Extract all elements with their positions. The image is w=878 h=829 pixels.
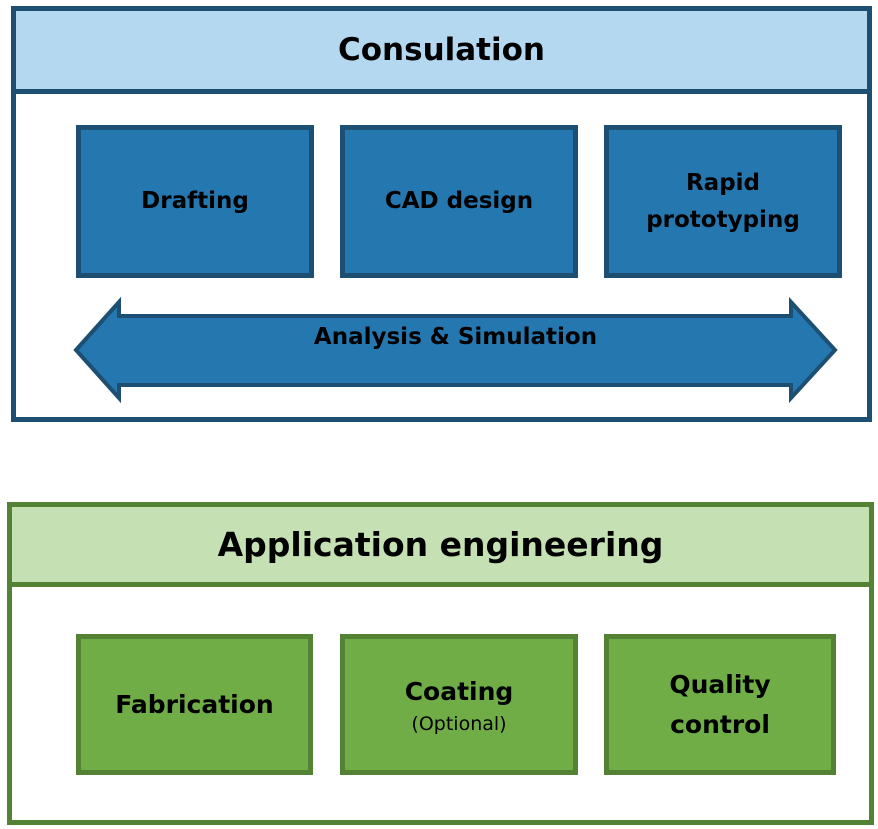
rapid-prototyping-label-line1: Rapid xyxy=(685,169,761,196)
drafting-box: Drafting xyxy=(76,125,314,278)
application-engineering-header: Application engineering xyxy=(12,507,869,587)
application-engineering-title: Application engineering xyxy=(217,525,664,564)
drafting-label: Drafting xyxy=(141,188,249,215)
coating-label: Coating xyxy=(404,677,514,707)
consultation-title: Consulation xyxy=(338,32,545,68)
fabrication-label: Fabrication xyxy=(115,689,274,719)
coating-box: Coating (Optional) xyxy=(340,634,578,775)
rapid-prototyping-label-line2: prototyping xyxy=(646,206,800,233)
coating-optional-note: (Optional) xyxy=(411,713,507,736)
quality-control-box: Quality control xyxy=(604,634,836,775)
cad-design-label: CAD design xyxy=(384,188,534,215)
quality-control-label-line2: control xyxy=(670,709,770,739)
rapid-prototyping-box: Rapid prototyping xyxy=(604,125,842,278)
analysis-simulation-label: Analysis & Simulation xyxy=(313,324,598,350)
quality-control-label-line1: Quality xyxy=(669,669,771,699)
consultation-header: Consulation xyxy=(16,11,867,94)
cad-design-box: CAD design xyxy=(340,125,578,278)
fabrication-box: Fabrication xyxy=(76,634,313,775)
